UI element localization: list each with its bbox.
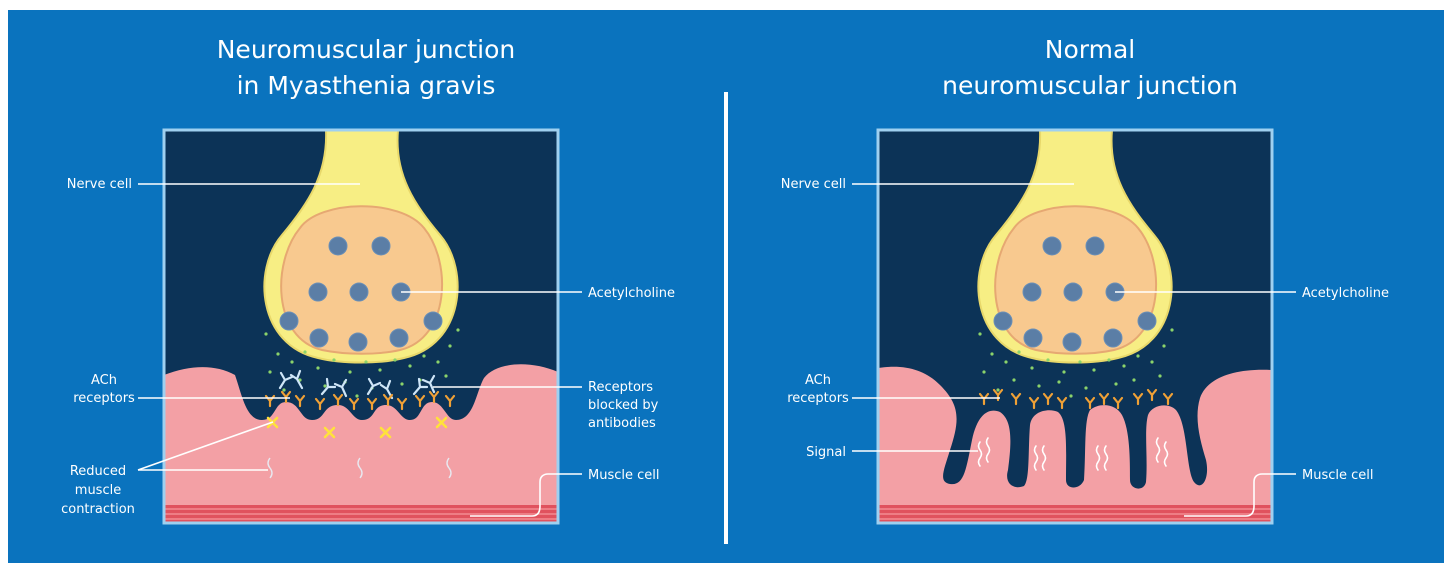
right-title-line1: Normal xyxy=(1045,35,1135,64)
left-label-muscle-cell: Muscle cell xyxy=(588,468,660,483)
right-label-signal: Signal xyxy=(806,445,846,460)
left-label-ach-receptors-line2: receptors xyxy=(73,391,135,406)
left-label-reduced-line2: muscle xyxy=(75,483,121,498)
left-title-line1: Neuromuscular junction xyxy=(217,35,516,64)
left-label-blocked-line1: Receptors xyxy=(588,380,653,395)
center-divider xyxy=(724,92,728,544)
right-label-muscle-cell: Muscle cell xyxy=(1302,468,1374,483)
left-label-blocked-line3: antibodies xyxy=(588,416,656,431)
left-label-acetylcholine: Acetylcholine xyxy=(588,286,675,301)
right-label-acetylcholine: Acetylcholine xyxy=(1302,286,1389,301)
left-label-reduced-line1: Reduced xyxy=(70,464,126,479)
left-nerve-terminal-inner xyxy=(281,206,442,354)
right-label-nerve-cell: Nerve cell xyxy=(781,177,846,192)
left-label-blocked-line2: blocked by xyxy=(588,398,659,413)
left-label-ach-receptors-line1: ACh xyxy=(91,373,117,388)
right-nerve-terminal-inner xyxy=(995,206,1156,354)
right-label-ach-receptors-line1: ACh xyxy=(805,373,831,388)
left-title-line2: in Myasthenia gravis xyxy=(237,71,496,100)
right-label-ach-receptors-line2: receptors xyxy=(787,391,849,406)
left-label-reduced-line3: contraction xyxy=(61,502,135,517)
left-label-nerve-cell: Nerve cell xyxy=(67,177,132,192)
right-title-line2: neuromuscular junction xyxy=(942,71,1238,100)
